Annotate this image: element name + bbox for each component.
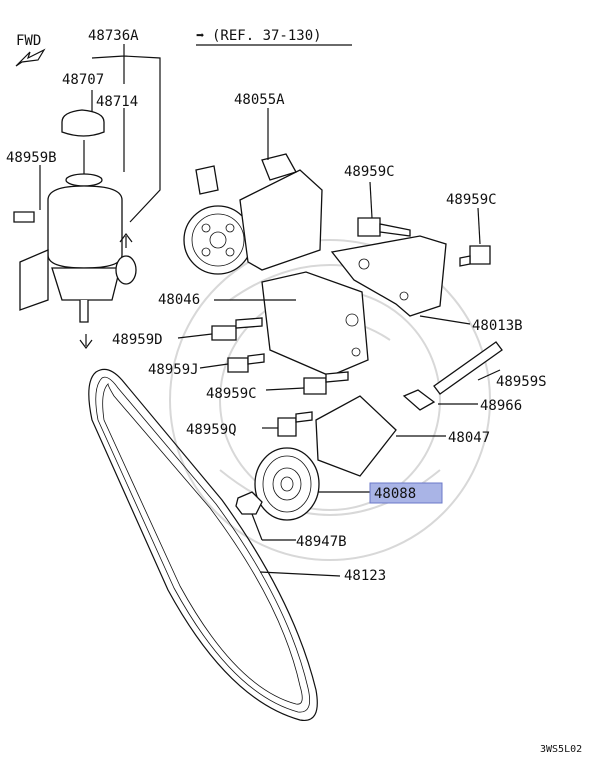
label-48055a[interactable]: 48055A [234, 92, 285, 108]
reservoir-tank [47, 185, 123, 269]
label-48959j[interactable]: 48959J [148, 362, 199, 378]
label-48959c-mid[interactable]: 48959C [206, 386, 257, 402]
drive-belt-48123 [88, 368, 318, 722]
bracket-48013b [330, 235, 471, 325]
leader-lines [91, 44, 501, 577]
label-48959d[interactable]: 48959D [112, 332, 163, 348]
label-48013b[interactable]: 48013B [472, 318, 523, 334]
label-48736a[interactable]: 48736A [88, 28, 139, 44]
bolt-48959b [13, 211, 35, 223]
label-48959q[interactable]: 48959Q [186, 422, 237, 438]
label-48088[interactable]: 48088 [374, 486, 416, 502]
label-48959b[interactable]: 48959B [6, 150, 57, 166]
reservoir-cap [61, 109, 105, 137]
label-48047[interactable]: 48047 [448, 430, 490, 446]
fwd-arrow-icon [15, 48, 46, 67]
ref-label: (REF. 37-130) [212, 28, 322, 44]
power-steering-pump [183, 108, 323, 275]
diagram-code: 3WS5L02 [540, 744, 582, 755]
tensioner-bracket-48047 [315, 395, 397, 477]
ref-arrow-icon: ➡ [196, 28, 204, 44]
label-48959c-top[interactable]: 48959C [344, 164, 395, 180]
reservoir-bracket [19, 249, 49, 311]
fwd-indicator: FWD [15, 33, 46, 67]
part-labels: 48736A 48707 48714 48959B 48055A 48959C … [6, 28, 547, 584]
label-48959s[interactable]: 48959S [496, 374, 547, 390]
idler-pulley-48088 [254, 447, 320, 521]
bracket-48046 [261, 271, 369, 377]
stud-48959s [433, 341, 503, 395]
label-48966[interactable]: 48966 [480, 398, 522, 414]
label-48046[interactable]: 48046 [158, 292, 200, 308]
part-highlight [369, 482, 443, 504]
label-48714[interactable]: 48714 [96, 94, 138, 110]
label-48707[interactable]: 48707 [62, 72, 104, 88]
bolts [211, 217, 503, 437]
label-48123[interactable]: 48123 [344, 568, 386, 584]
fwd-label: FWD [16, 33, 41, 49]
label-48947b[interactable]: 48947B [296, 534, 347, 550]
nut-48947b [235, 491, 263, 515]
reservoir-assembly [13, 109, 137, 349]
label-48959c-right[interactable]: 48959C [446, 192, 497, 208]
